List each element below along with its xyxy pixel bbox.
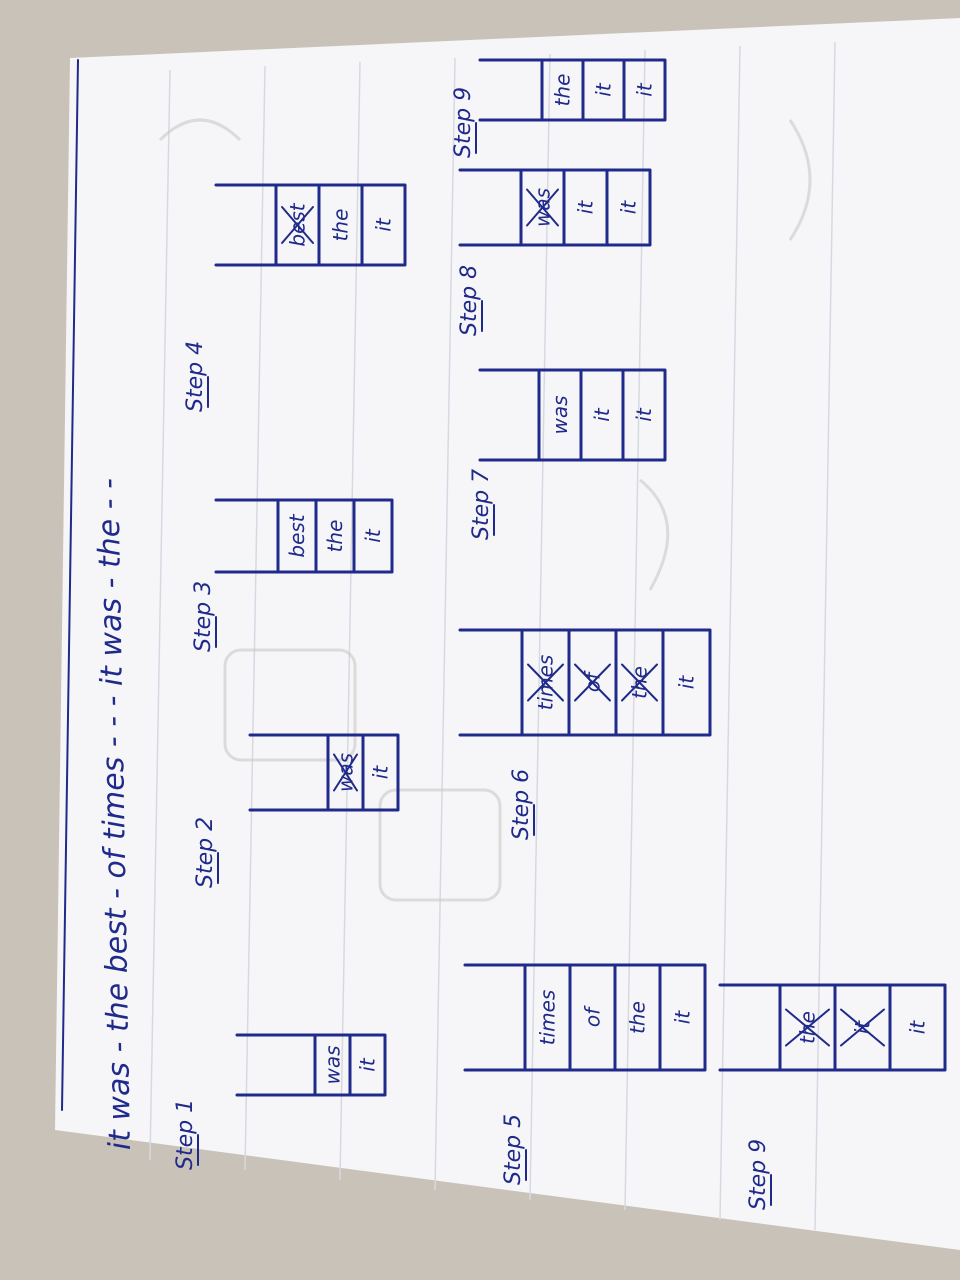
- stack-cell-text: the: [626, 1001, 650, 1034]
- step-label: Step 7: [469, 469, 494, 540]
- stack-step-step9a: Step 9 the it it: [451, 58, 667, 158]
- stack-outline: [248, 733, 400, 812]
- strike-mark: [840, 1008, 885, 1047]
- stack-outline: [214, 498, 394, 574]
- stack-cell-text: of: [581, 1005, 605, 1027]
- stack-cell-text: the: [551, 74, 575, 107]
- stack-cell-text: it: [372, 217, 396, 232]
- stack-cell-text: it: [632, 407, 656, 422]
- stack-cell-text: it: [906, 1020, 930, 1035]
- stack-cell-text: it: [675, 675, 699, 690]
- step-label: Step 3: [191, 581, 216, 652]
- stack-cell-text: was: [321, 1045, 345, 1084]
- stack-cell-text: it: [356, 1057, 380, 1072]
- step-label: Step 8: [457, 265, 482, 336]
- strike-mark: [785, 1008, 830, 1047]
- show-through-marks: [158, 118, 812, 902]
- margin-line: [61, 59, 79, 1111]
- stack-outline: [458, 628, 712, 737]
- stack-cell-text: it: [592, 82, 616, 97]
- paper-sheet: [55, 18, 960, 1250]
- stack-cell-text: it: [590, 407, 614, 422]
- step-label: Step 6: [509, 769, 534, 840]
- stack-cell-text: was: [548, 395, 572, 434]
- stack-cell-text: it: [617, 200, 641, 215]
- stack-outline: [463, 963, 707, 1072]
- strike-mark: [526, 188, 559, 227]
- stack-cell-text: times: [536, 990, 560, 1046]
- step-label: Step 2: [193, 817, 218, 888]
- strike-mark: [574, 663, 611, 702]
- strike-mark: [281, 206, 314, 244]
- stack-cell-text: it: [671, 1010, 695, 1025]
- stack-cell-text: the: [323, 520, 347, 553]
- stack-cell-text: it: [369, 765, 393, 780]
- step-label: Step 1: [173, 1099, 198, 1170]
- step-label: Step 9: [746, 1139, 771, 1210]
- stack-outline: [478, 58, 667, 122]
- stack-outline: [478, 368, 667, 462]
- stack-cell-text: best: [285, 513, 309, 557]
- step-label: Step 5: [501, 1114, 526, 1185]
- stack-outline: [235, 1033, 387, 1097]
- strike-mark: [621, 663, 658, 702]
- stack-cell-text: it: [633, 82, 657, 97]
- strike-mark: [333, 753, 358, 792]
- strike-mark: [527, 663, 564, 702]
- stack-step-step7: Step 7 was it it: [469, 368, 667, 540]
- stack-outline: [214, 183, 407, 267]
- stack-outline: [458, 168, 652, 247]
- stack-cell-text: it: [361, 528, 385, 543]
- stack-outline: [718, 983, 947, 1072]
- step-label: Step 4: [183, 341, 208, 412]
- step-label: Step 9: [451, 87, 476, 158]
- stack-cell-text: the: [329, 209, 353, 242]
- stack-cell-text: it: [574, 200, 598, 215]
